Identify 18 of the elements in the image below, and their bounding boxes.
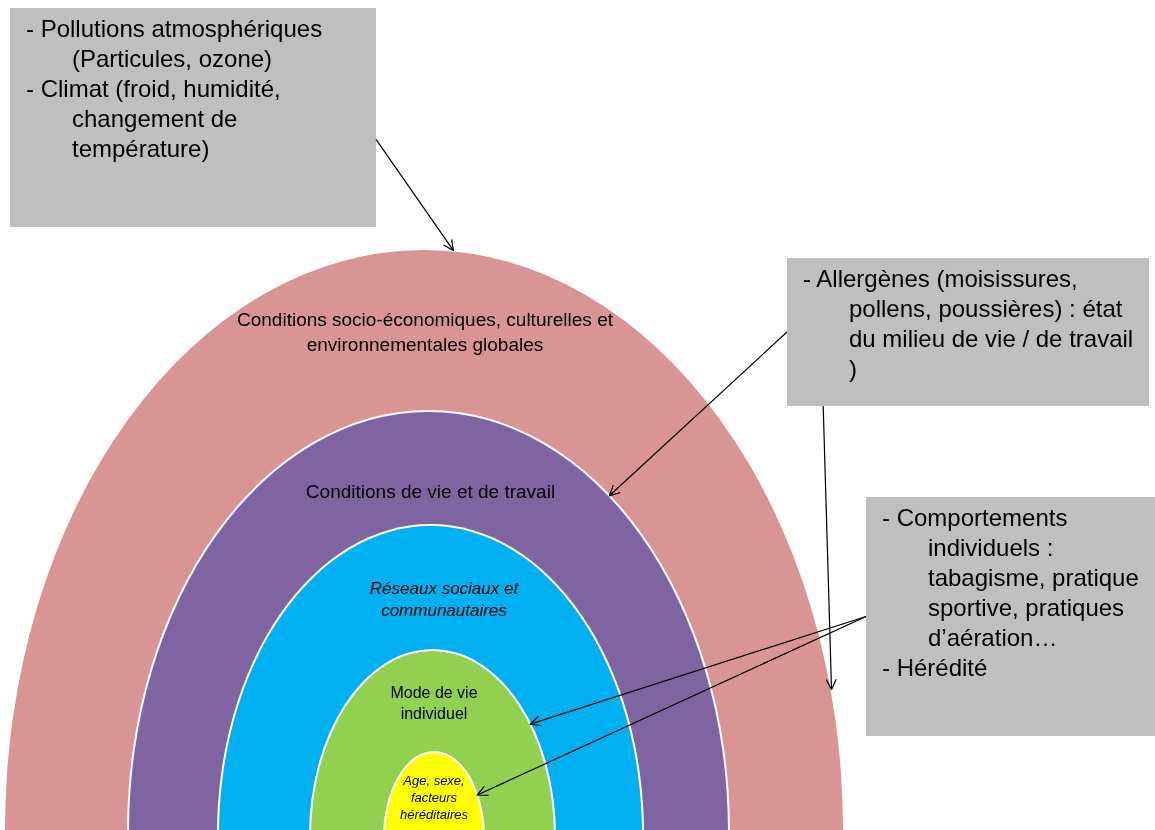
band-label: Réseaux sociaux et communautaires — [368, 578, 520, 623]
bullet-item: - Hérédité — [882, 653, 989, 683]
bullet-item: - Pollutions atmosphériques (Particules, ozone) — [26, 14, 324, 74]
bullet-item: - Climat (froid, humidité, changement de température) — [26, 74, 282, 164]
note-box — [10, 8, 376, 227]
bullet-item: - Allergènes (moisissures, pollens, poussières) : état du milieu de vie / de travail ) — [803, 264, 1135, 384]
band-label: Age, sexe, facteurs héréditaires — [399, 773, 469, 824]
band-label: Conditions de vie et de travail — [304, 480, 557, 504]
band-label: Mode de vie individuel — [389, 683, 479, 724]
arrow — [608, 331, 788, 497]
arrow — [476, 615, 867, 796]
arrow — [529, 615, 867, 727]
bullet-item: - Comportements individuels : tabagisme, pratique sportive, pratiques d’aération… — [882, 503, 1140, 653]
note-box — [787, 258, 1149, 406]
arrow — [375, 138, 454, 251]
band-label: Conditions socio-économiques, culturelles et environnementales globales — [236, 308, 614, 357]
arrow — [822, 405, 837, 691]
note-box — [866, 497, 1155, 736]
